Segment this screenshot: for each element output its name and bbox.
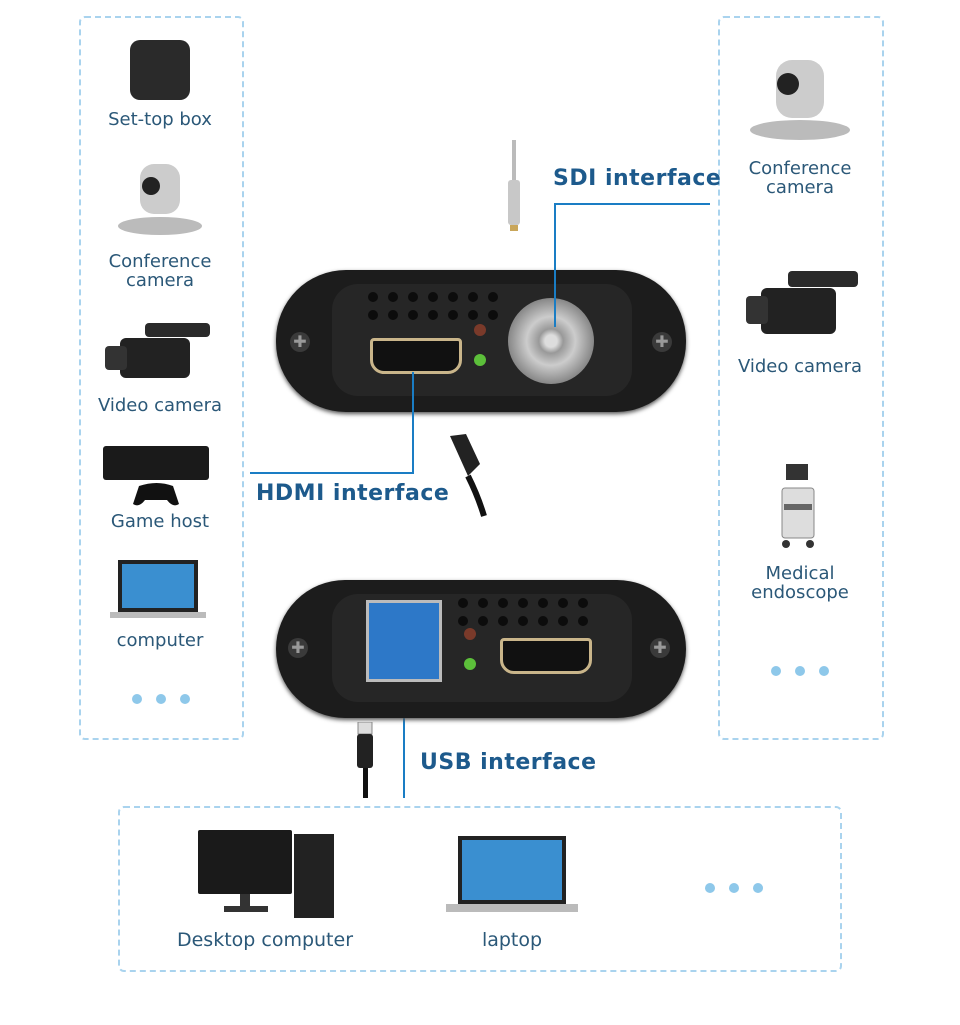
laptop-icon bbox=[110, 560, 206, 618]
more-dots bbox=[771, 666, 829, 676]
medical-endoscope-icon bbox=[781, 464, 815, 548]
usb-interface-label: USB interface bbox=[420, 750, 597, 775]
screw-icon: ✚ bbox=[652, 332, 672, 352]
hdmi-port bbox=[370, 338, 462, 374]
sdi-bnc-port bbox=[508, 298, 594, 384]
more-dots bbox=[705, 883, 763, 893]
device-front-sdi: ✚ ✚ bbox=[276, 270, 686, 412]
source-label: Video camera bbox=[737, 356, 863, 377]
source-label: Set-top box bbox=[108, 109, 212, 130]
sdi-cable-icon bbox=[508, 140, 520, 231]
host-label: laptop bbox=[481, 929, 543, 951]
led-red bbox=[464, 628, 476, 640]
source-label: Game host bbox=[110, 511, 210, 532]
more-dots bbox=[132, 694, 190, 704]
hdmi-interface-label: HDMI interface bbox=[256, 481, 450, 506]
set-top-box-icon bbox=[130, 40, 190, 100]
source-label: Conference camera bbox=[748, 158, 852, 198]
screw-icon: ✚ bbox=[290, 332, 310, 352]
usb-b-port bbox=[366, 600, 442, 682]
screw-icon: ✚ bbox=[650, 638, 670, 658]
video-camera-icon bbox=[105, 323, 210, 378]
led-green bbox=[474, 354, 486, 366]
desktop-computer-icon bbox=[198, 830, 334, 918]
host-label: Desktop computer bbox=[176, 929, 354, 951]
device-back-usb: ✚ ✚ bbox=[276, 580, 686, 718]
source-label: computer bbox=[116, 630, 204, 651]
led-green bbox=[464, 658, 476, 670]
led-red bbox=[474, 324, 486, 336]
source-label: Medical endoscope bbox=[751, 563, 849, 603]
game-console-icon bbox=[103, 446, 209, 506]
source-label: Conference camera bbox=[108, 251, 212, 291]
left-sources-box bbox=[79, 16, 244, 740]
conference-camera-icon bbox=[118, 164, 202, 235]
hdmi-port bbox=[500, 638, 592, 674]
laptop-icon bbox=[446, 836, 578, 912]
usb-cable-icon bbox=[357, 722, 373, 798]
hdmi-cable-icon bbox=[450, 434, 487, 517]
source-label: Video camera bbox=[97, 395, 223, 416]
hosts-box bbox=[118, 806, 842, 972]
sdi-interface-label: SDI interface bbox=[553, 166, 722, 191]
right-sources-box bbox=[718, 16, 884, 740]
video-camera-icon bbox=[746, 271, 858, 334]
screw-icon: ✚ bbox=[288, 638, 308, 658]
conference-camera-icon bbox=[750, 60, 850, 140]
